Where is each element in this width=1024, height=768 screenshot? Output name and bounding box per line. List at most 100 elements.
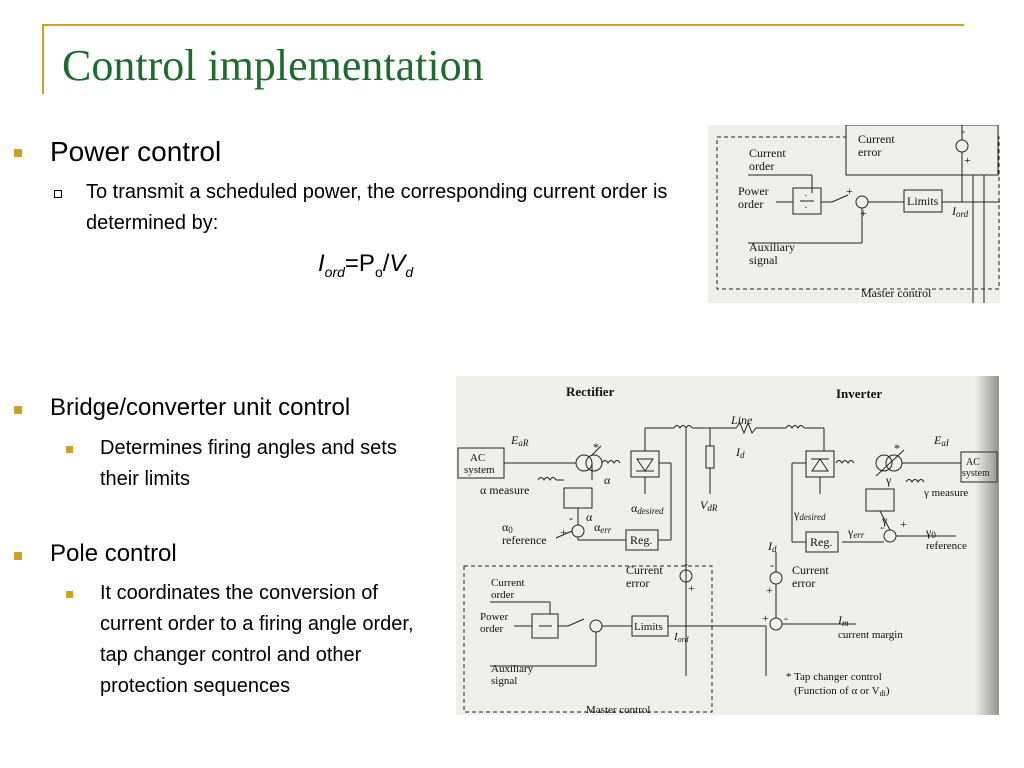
diagram-label: γ — [925, 525, 932, 539]
diagram-label: V — [700, 498, 709, 512]
scan-edge-shadow — [975, 376, 999, 715]
diagram-label: ord — [678, 635, 690, 644]
diagram-label: - — [784, 611, 788, 625]
svg-text:(Function of α or Vdi): (Function of α or Vdi) — [794, 685, 890, 698]
svg-text:αdesired: αdesired — [631, 501, 664, 516]
svg-text:·: · — [804, 202, 808, 214]
diagram-label: reference — [926, 540, 967, 552]
bullet-icon — [14, 406, 22, 414]
diagram-label: γ — [847, 525, 854, 539]
diagram-label: I — [951, 204, 957, 218]
diagram-label: Master control — [586, 704, 650, 715]
diagram-label: Current — [792, 563, 829, 577]
hollow-bullet-icon — [54, 190, 62, 198]
diagram-label: Current — [858, 132, 895, 146]
divider-block — [792, 187, 822, 215]
diagram-label: + — [964, 153, 971, 167]
diagram-label: + — [688, 581, 695, 595]
diagram-label: Auxiliary — [491, 663, 534, 675]
svg-text:γdesired: γdesired — [793, 507, 826, 522]
diagram-label: - — [684, 557, 688, 571]
svg-text:γ0: γ0 — [925, 525, 936, 540]
diagram-label: signal — [749, 253, 778, 267]
diagram-label: Current — [491, 577, 525, 589]
diagram-label: γ — [885, 473, 892, 487]
current-error-box — [845, 125, 999, 176]
svg-text:Iord: Iord — [673, 631, 689, 644]
diagram-label: signal — [491, 675, 517, 687]
diagram-label: 0 — [931, 530, 936, 540]
title-frame-left — [42, 24, 44, 94]
diagram-label: system — [464, 464, 495, 476]
diagram-label: - — [569, 511, 573, 525]
diagram-label: Current — [626, 563, 663, 577]
diagram-label: m — [842, 618, 849, 628]
bullet-icon — [14, 552, 22, 560]
alpha-block — [563, 487, 593, 509]
diagram-label: d — [740, 450, 745, 460]
hvdc-control-system-diagram: Rectifier Inverter Line AC system EaR * … — [456, 376, 999, 715]
diagram-label: 0 — [508, 525, 513, 535]
svg-text:EaI: EaI — [933, 433, 950, 448]
diagram-label: order — [749, 159, 774, 173]
svg-text:VdR: VdR — [700, 498, 718, 513]
diagram-label: ) — [886, 685, 890, 697]
diagram-label: + — [762, 611, 769, 625]
diagram-label: γ measure — [923, 487, 968, 499]
diagram-label: err — [600, 525, 611, 535]
diagram-label: α — [594, 520, 601, 534]
diagram-label: order — [491, 589, 515, 601]
diagram-label: err — [853, 530, 864, 540]
diagram-label: Current — [749, 146, 786, 160]
diagram-label: (Function of α or V — [794, 685, 880, 697]
diagram-label: α — [631, 501, 638, 515]
slide-title: Control implementation — [62, 41, 484, 90]
svg-text:γerr: γerr — [847, 525, 865, 540]
diagram-label: reference — [502, 533, 547, 547]
diagram-label: - — [961, 125, 965, 138]
diagram-label: Reg. — [630, 533, 652, 547]
diagram-label: + — [900, 517, 907, 531]
sum-junction — [769, 617, 783, 631]
svg-text:EaR: EaR — [510, 433, 529, 448]
heading-bridge-control: Bridge/converter unit control — [50, 394, 351, 421]
gamma-block — [865, 488, 895, 512]
diagram-label: I — [767, 539, 773, 553]
sum-junction — [883, 529, 897, 543]
diagram-label: AC — [470, 452, 485, 464]
bridge-control-text: Determines firing angles and sets their … — [100, 437, 397, 490]
limits-block — [903, 189, 943, 213]
sum-junction — [571, 524, 585, 538]
diagram-label: aR — [518, 438, 529, 448]
diagram-label: aI — [941, 438, 950, 448]
diagram-label: E — [510, 433, 519, 447]
diagram-label: + — [766, 583, 773, 597]
diagram-label: Auxiliary — [749, 240, 795, 254]
diagram-label: α — [502, 520, 509, 534]
sum-junction — [589, 619, 603, 633]
master-control-diagram: Current error - + Current order Power or… — [708, 125, 1000, 303]
diagram-label: I — [837, 613, 843, 627]
diagram-label: Inverter — [836, 386, 882, 401]
svg-text:Id: Id — [767, 539, 777, 554]
diagram-label: Power — [738, 184, 769, 198]
svg-text:α0: α0 — [502, 520, 513, 535]
svg-text:αerr: αerr — [594, 520, 612, 535]
diagram-label: Master control — [861, 286, 932, 300]
diagram-label: * — [894, 441, 900, 455]
diagram-label: + — [846, 184, 853, 198]
diagram-label: E — [933, 433, 942, 447]
diagram-label: d — [772, 544, 777, 554]
pole-control-text: It coordinates the conversion of current… — [100, 582, 414, 697]
diagram-label: AC — [966, 457, 980, 468]
diagram-label: I — [735, 445, 741, 459]
diagram-label: Limits — [907, 194, 939, 208]
diagram-label: - — [770, 558, 774, 572]
diagram-label: desired — [799, 512, 826, 522]
sub-bullet-icon — [66, 446, 73, 453]
diagram-label: Rectifier — [566, 384, 615, 399]
diagram-label: - — [880, 520, 884, 534]
diagram-label: α — [604, 473, 611, 487]
diagram-label: Power — [480, 611, 508, 623]
svg-text:Id: Id — [735, 445, 745, 460]
